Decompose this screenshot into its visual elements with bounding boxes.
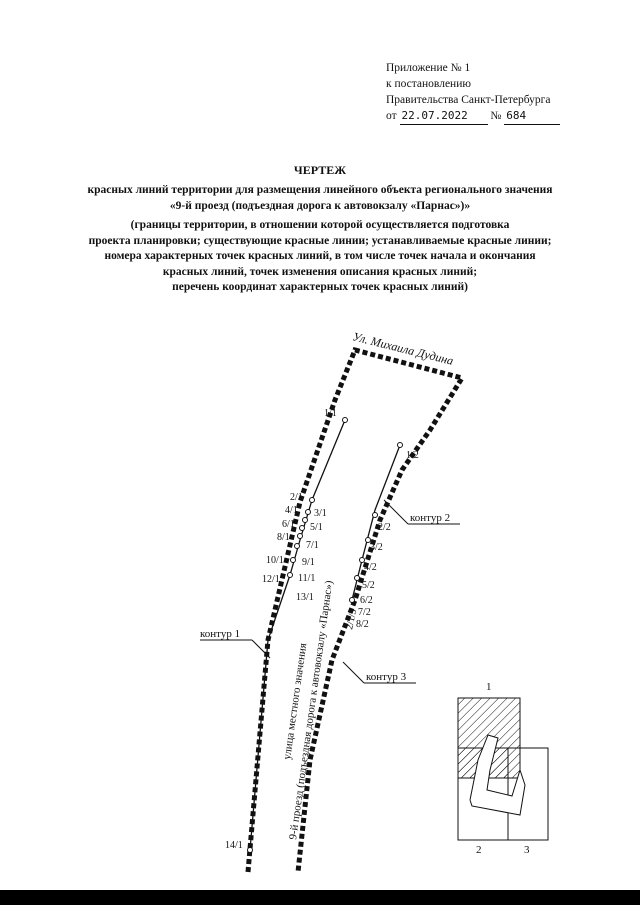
appendix-line-1: Приложение № 1 bbox=[386, 62, 471, 74]
inset-sheet-3 bbox=[507, 747, 549, 841]
point-label: 7/2 bbox=[358, 607, 371, 618]
appendix-date: 22.07.2022 bbox=[399, 108, 488, 125]
point-label: 4/2 bbox=[364, 562, 377, 573]
inset-label-3: 3 bbox=[524, 844, 530, 856]
point-label: 1/1 bbox=[324, 408, 337, 419]
appendix-number: 684 bbox=[504, 108, 561, 125]
subtitle-line-1: красных линий территории для размещения … bbox=[87, 184, 553, 196]
subtitle-line-2: «9-й проезд (подъездная дорога к автовок… bbox=[169, 199, 471, 212]
point-label: 1/2 bbox=[406, 450, 419, 461]
contour-3-leader bbox=[342, 661, 365, 684]
legend-text: (границы территории, в отношении которой… bbox=[40, 218, 600, 296]
point-label: 3/2 bbox=[370, 542, 383, 553]
point-label: 14/1 bbox=[225, 840, 243, 851]
point-label: 13/1 bbox=[296, 592, 314, 603]
point-label: 8/1 bbox=[277, 532, 290, 543]
labels-contour-1: 1/1 2/1 3/1 4/1 5/1 6/1 7/1 8/1 9/1 10/1… bbox=[225, 408, 337, 851]
point-label: 6/2 bbox=[360, 595, 373, 606]
territory-boundary bbox=[245, 347, 466, 873]
legend-line-5: перечень координат характерных точек кра… bbox=[172, 281, 468, 293]
contour-1-label: контур 1 bbox=[200, 628, 240, 640]
point-label: 12/1 bbox=[262, 574, 280, 585]
contour-1-leader bbox=[251, 639, 271, 659]
appendix-line-3: Правительства Санкт-Петербурга bbox=[386, 94, 551, 106]
point-label: 11/1 bbox=[298, 573, 315, 584]
point-label: 2/1 bbox=[290, 492, 303, 503]
appendix-block: Приложение № 1 к постановлению Правитель… bbox=[386, 60, 561, 125]
point-label: 8/2 bbox=[356, 619, 369, 630]
number-prefix: № bbox=[490, 110, 502, 122]
point-label: 5/2 bbox=[362, 580, 375, 591]
points-contour-1 bbox=[247, 417, 348, 853]
scan-bottom-edge bbox=[0, 890, 640, 905]
point-label: 9/1 bbox=[302, 557, 315, 568]
point-label: 10/1 bbox=[266, 555, 284, 566]
inset-map: 1 2 3 bbox=[457, 681, 549, 856]
labels-contour-2: 1/2 2/2 3/2 4/2 5/2 6/2 7/2 8/2 bbox=[356, 450, 419, 630]
contour-1-line bbox=[249, 419, 346, 851]
points-contour-2 bbox=[349, 442, 403, 603]
page-title: ЧЕРТЕЖ bbox=[293, 163, 347, 177]
legend-line-4: красных линий, точек изменения описания … bbox=[162, 265, 478, 278]
appendix-line-2: к постановлению bbox=[386, 78, 471, 90]
legend-line-1: (границы территории, в отношении которой… bbox=[130, 219, 510, 231]
point-label: 3/1 bbox=[314, 508, 327, 519]
legend-line-3: номера характерных точек красных линий, … bbox=[104, 250, 536, 262]
contour-2-label: контур 2 bbox=[410, 512, 450, 524]
appendix-date-line: от 22.07.2022 № 684 bbox=[386, 108, 561, 125]
point-label-c3: 2/1/3 bbox=[344, 608, 359, 630]
legend-line-2: проекта планировки; существующие красные… bbox=[88, 234, 552, 247]
point-label: 7/1 bbox=[306, 540, 319, 551]
point-label: 2/2 bbox=[378, 522, 391, 533]
point-label: 4/1 bbox=[285, 505, 298, 516]
subtitle: красных линий территории для размещения … bbox=[40, 183, 600, 214]
point-label: 6/1 bbox=[282, 519, 295, 530]
contour-3-label: контур 3 bbox=[366, 671, 407, 683]
inset-label-1: 1 bbox=[486, 681, 492, 693]
inset-label-2: 2 bbox=[476, 844, 482, 856]
contour-2-leader bbox=[383, 499, 409, 525]
date-prefix: от bbox=[386, 110, 397, 122]
point-label: 5/1 bbox=[310, 522, 323, 533]
inset-road-outline bbox=[469, 734, 526, 816]
